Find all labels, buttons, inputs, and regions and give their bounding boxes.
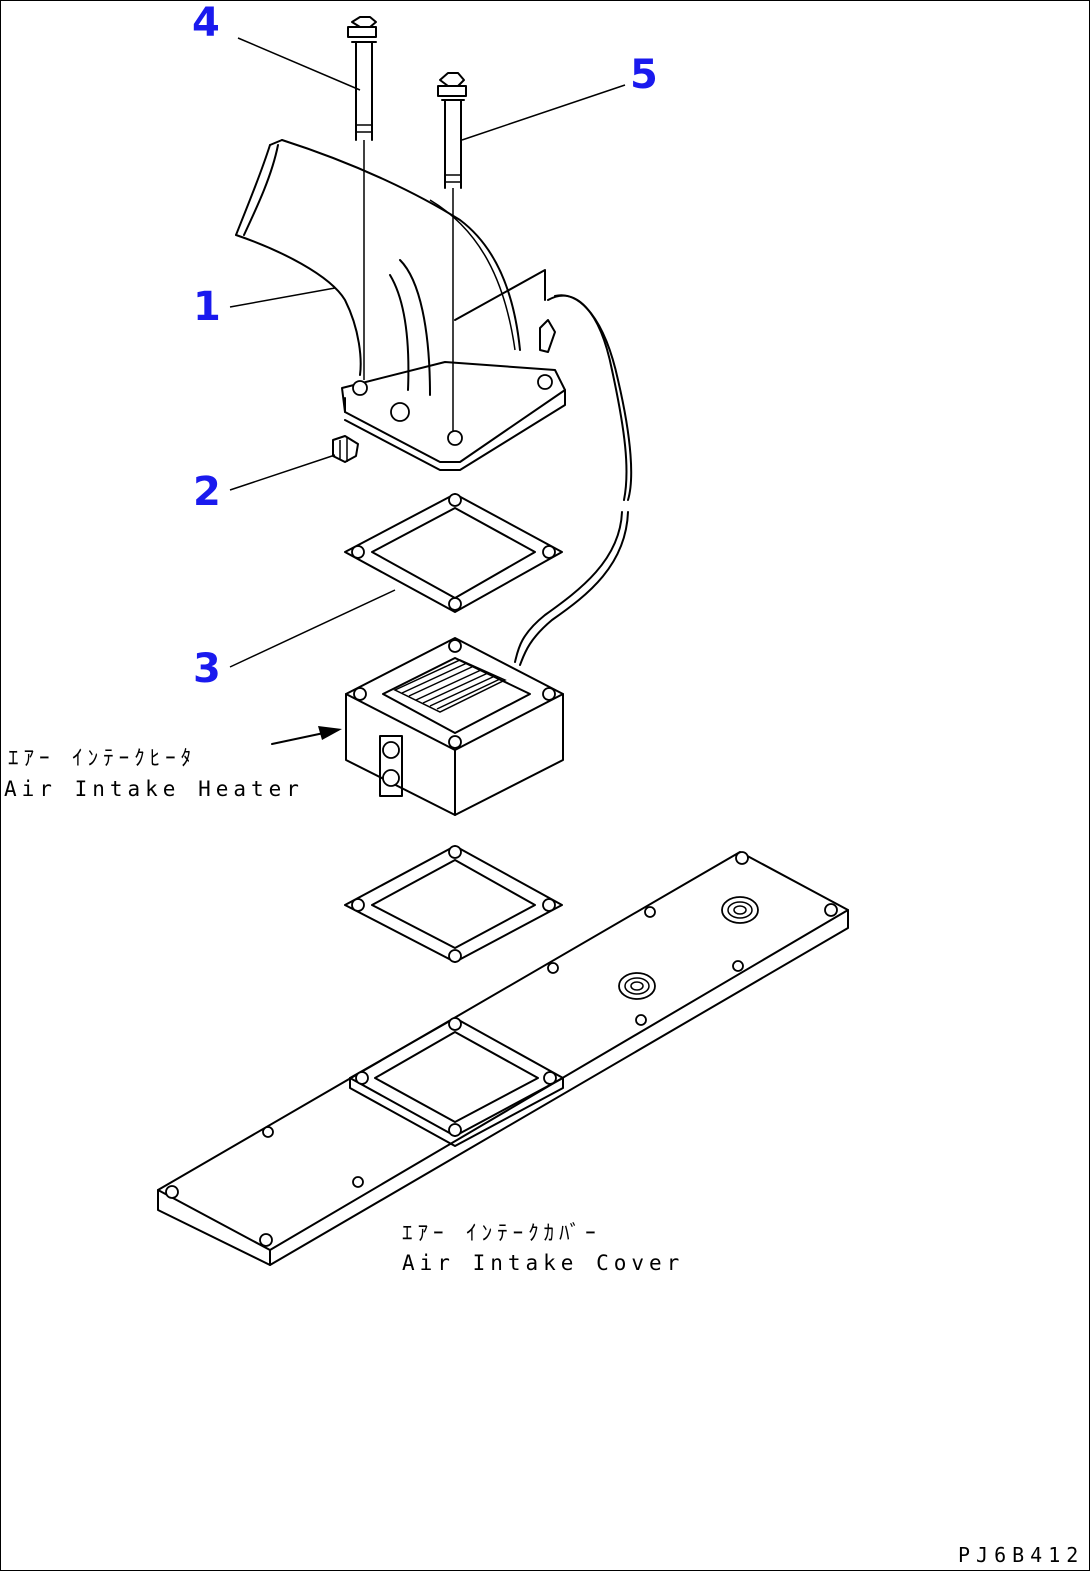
callout-5: 5	[630, 52, 658, 98]
heater-wire	[514, 294, 633, 666]
gasket-3	[344, 493, 563, 613]
bolt-4	[347, 16, 377, 380]
callout-4: 4	[192, 0, 220, 46]
gasket-lower	[344, 845, 563, 963]
plug-2	[332, 435, 359, 463]
heater-label-en: Air Intake Heater	[4, 777, 304, 801]
heater-label-jp: ｴｱｰ ｲﾝﾃｰｸﾋｰﾀ	[8, 746, 196, 770]
callout-2: 2	[193, 469, 221, 515]
threaded-port	[721, 896, 759, 924]
callout-1: 1	[193, 284, 221, 330]
threaded-port	[618, 972, 656, 1000]
drawing-code: PJ6B412	[958, 1543, 1084, 1567]
cover-label-en: Air Intake Cover	[402, 1251, 684, 1275]
cover-label-jp: ｴｱｰ ｲﾝﾃｰｸｶﾊﾞｰ	[402, 1221, 601, 1245]
leader-lines	[229, 37, 626, 668]
air-intake-cover	[157, 851, 849, 1266]
heater-leader	[271, 726, 342, 745]
intake-elbow	[235, 139, 566, 471]
bolt-5	[437, 72, 467, 435]
callout-3: 3	[193, 646, 221, 692]
heater-grid	[393, 659, 507, 713]
air-intake-heater	[345, 637, 564, 816]
